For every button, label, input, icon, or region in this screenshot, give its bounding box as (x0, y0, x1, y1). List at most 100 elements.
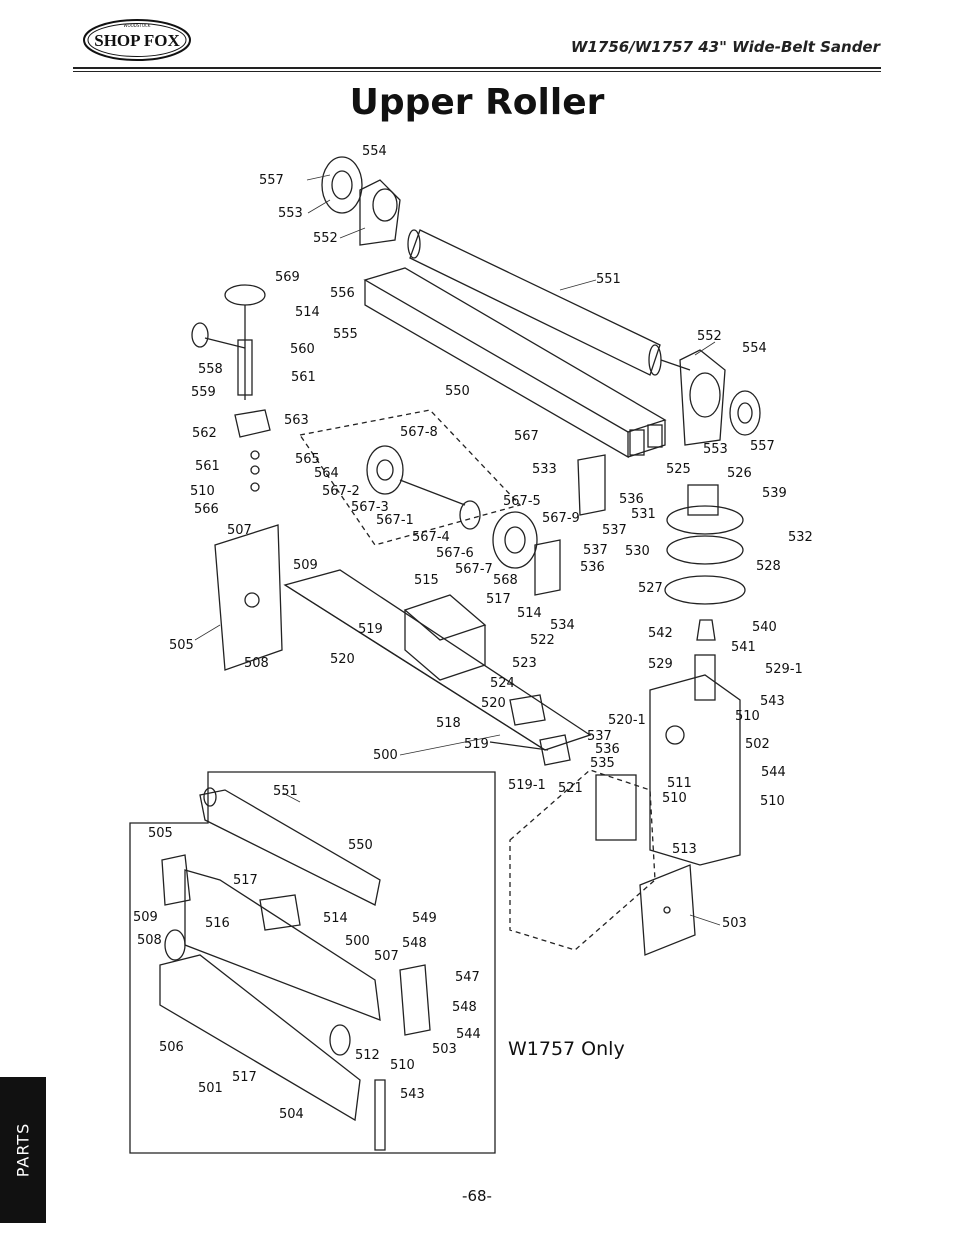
part-label: 560 (290, 342, 315, 357)
part-label: 528 (756, 559, 781, 574)
part-label: 567-3 (351, 500, 389, 515)
part-label: 567-9 (542, 511, 580, 526)
part-label: 516 (205, 916, 230, 931)
part-label: 533 (532, 462, 557, 477)
part-label: 543 (400, 1087, 425, 1102)
part-label: 558 (198, 362, 223, 377)
part-label: 525 (666, 462, 691, 477)
svg-text:WOODSTOCK: WOODSTOCK (124, 23, 151, 28)
part-label: 518 (436, 716, 461, 731)
section-tab-label: PARTS (13, 1122, 33, 1178)
part-label: 536 (580, 560, 605, 575)
part-label: 551 (596, 272, 621, 287)
part-label: 559 (191, 385, 216, 400)
part-label: 543 (760, 694, 785, 709)
part-label: 508 (137, 933, 162, 948)
part-label: 507 (374, 949, 399, 964)
part-label: 506 (159, 1040, 184, 1055)
part-label: 509 (293, 558, 318, 573)
part-label: 531 (631, 507, 656, 522)
svg-text:SHOP FOX: SHOP FOX (94, 31, 180, 50)
part-label: 567-8 (400, 425, 438, 440)
part-label: 540 (752, 620, 777, 635)
part-label: 567-2 (322, 484, 360, 499)
part-label: 561 (291, 370, 316, 385)
section-tab: PARTS (0, 1077, 46, 1223)
part-label: 508 (244, 656, 269, 671)
part-label: 514 (517, 606, 542, 621)
part-label: 514 (323, 911, 348, 926)
part-label: 503 (432, 1042, 457, 1057)
part-label: 539 (762, 486, 787, 501)
part-label: 501 (198, 1081, 223, 1096)
part-label: 553 (278, 206, 303, 221)
part-label: 544 (761, 765, 786, 780)
inset-note: W1757 Only (508, 1038, 625, 1060)
part-label: 567-7 (455, 562, 493, 577)
part-label: 520-1 (608, 713, 646, 728)
part-label: 509 (133, 910, 158, 925)
part-label: 522 (530, 633, 555, 648)
part-label: 510 (390, 1058, 415, 1073)
part-label: 527 (638, 581, 663, 596)
diagram-drawing (129, 156, 761, 1154)
part-label: 552 (697, 329, 722, 344)
part-label: 557 (750, 439, 775, 454)
part-label: 507 (227, 523, 252, 538)
part-label: 510 (190, 484, 215, 499)
part-label: 557 (259, 173, 284, 188)
part-label: 530 (625, 544, 650, 559)
part-label: 504 (279, 1107, 304, 1122)
part-label: 554 (742, 341, 767, 356)
part-label: 561 (195, 459, 220, 474)
part-label: 568 (493, 573, 518, 588)
part-label: 564 (314, 466, 339, 481)
part-label: 520 (330, 652, 355, 667)
part-label: 565 (295, 452, 320, 467)
part-label: 537 (602, 523, 627, 538)
part-label: 521 (558, 781, 583, 796)
part-label: 547 (455, 970, 480, 985)
part-label: 514 (295, 305, 320, 320)
part-label: 515 (414, 573, 439, 588)
part-label: 520 (481, 696, 506, 711)
part-label: 536 (595, 742, 620, 757)
shop-fox-logo: SHOP FOX WOODSTOCK (83, 19, 191, 61)
part-label: 500 (345, 934, 370, 949)
part-label: 550 (445, 384, 470, 399)
part-label: 503 (722, 916, 747, 931)
part-label: 517 (486, 592, 511, 607)
part-label: 550 (348, 838, 373, 853)
part-label: 534 (550, 618, 575, 633)
header-rule-thin (73, 71, 881, 72)
part-label: 524 (490, 676, 515, 691)
page-title: Upper Roller (349, 82, 605, 123)
part-label: 551 (273, 784, 298, 799)
part-label: 519 (464, 737, 489, 752)
part-label: 567-5 (503, 494, 541, 509)
part-label: 532 (788, 530, 813, 545)
part-label: 537 (583, 543, 608, 558)
part-label: 505 (169, 638, 194, 653)
part-labels: 554 557 553 552 551 569 556 514 555 560 … (133, 144, 813, 1122)
part-label: 523 (512, 656, 537, 671)
part-label: 513 (672, 842, 697, 857)
part-label: 500 (373, 748, 398, 763)
page-number: -68- (462, 1187, 492, 1205)
part-label: 549 (412, 911, 437, 926)
part-label: 512 (355, 1048, 380, 1063)
part-label: 529 (648, 657, 673, 672)
part-label: 548 (402, 936, 427, 951)
part-label: 562 (192, 426, 217, 441)
part-label: 554 (362, 144, 387, 159)
part-label: 526 (727, 466, 752, 481)
part-label: 510 (662, 791, 687, 806)
part-label: 548 (452, 1000, 477, 1015)
part-label: 553 (703, 442, 728, 457)
part-label: 567-1 (376, 513, 414, 528)
part-label: 535 (590, 756, 615, 771)
part-label: 566 (194, 502, 219, 517)
part-label: 552 (313, 231, 338, 246)
part-label: 541 (731, 640, 756, 655)
